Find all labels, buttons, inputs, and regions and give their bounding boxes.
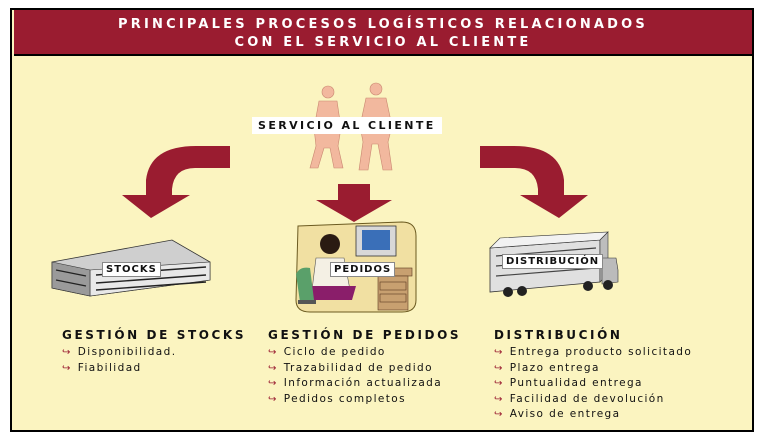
service-label: SERVICIO AL CLIENTE [252,117,442,134]
list-item-text: Fiabilidad [77,361,142,374]
arrow-icon-left [122,146,230,218]
bullet-arrow-icon: ↪ [494,378,504,389]
list-item: ↪ Pedidos completos [268,392,461,408]
list-item: ↪ Facilidad de devolución [494,392,692,408]
column-list: ↪ Entrega producto solicitado ↪ Plazo entr… [494,345,692,423]
bullet-arrow-icon: ↪ [268,347,278,358]
arrow-icon-right [480,146,588,218]
list-item: ↪ Trazabilidad de pedido [268,361,461,377]
list-item: ↪ Fiabilidad [62,361,246,377]
list-item-text: Aviso de entrega [509,408,621,420]
column-heading: GESTIÓN DE PEDIDOS [268,328,462,342]
list-item: ↪ Aviso de entrega [494,407,692,423]
column-pedidos: GESTIÓN DE PEDIDOS ↪ Ciclo de pedido ↪ Tra… [268,328,461,407]
column-list: ↪ Ciclo de pedido ↪ Trazabilidad de pedido… [268,345,461,407]
diagram-frame [10,8,754,432]
list-item: ↪ Información actualizada [268,376,461,392]
list-item-text: Puntualidad entrega [509,377,643,389]
list-item: ↪ Plazo entrega [494,361,692,377]
column-list: ↪ Disponibilidad. ↪ Fiabilidad [62,345,246,376]
bullet-arrow-icon: ↪ [62,362,72,374]
stocks-label: STOCKS [102,262,161,277]
list-item-text: Entrega producto solicitado [509,346,693,358]
list-item: ↪ Ciclo de pedido [268,345,461,361]
distribucion-label: DISTRIBUCIÓN [502,254,604,269]
bullet-arrow-icon: ↪ [494,393,504,405]
title-line-1: PRINCIPALES PROCESOS LOGÍSTICOS RELACION… [118,17,648,32]
bullet-arrow-icon: ↪ [494,362,504,374]
list-item-text: Ciclo de pedido [283,346,386,358]
column-distribucion: DISTRIBUCIÓN ↪ Entrega producto solicitad… [494,328,692,423]
column-stocks: GESTIÓN DE STOCKS ↪ Disponibilidad. ↪ Fiab… [62,328,246,376]
list-item-text: Pedidos completos [283,392,406,405]
title-banner: PRINCIPALES PROCESOS LOGÍSTICOS RELACION… [14,10,752,56]
list-item-text: Trazabilidad de pedido [283,361,433,374]
list-item-text: Plazo entrega [509,361,600,374]
list-item-text: Disponibilidad. [77,346,177,358]
column-heading: GESTIÓN DE STOCKS [62,328,247,342]
title-line-2: CON EL SERVICIO AL CLIENTE [234,35,532,50]
column-heading: DISTRIBUCIÓN [494,328,623,342]
list-item: ↪ Puntualidad entrega [494,376,692,392]
pedidos-label: PEDIDOS [330,262,396,277]
bullet-arrow-icon: ↪ [268,393,278,405]
bullet-arrow-icon: ↪ [268,362,278,374]
bullet-arrow-icon: ↪ [494,409,504,420]
list-item-text: Información actualizada [283,377,443,389]
list-item: ↪ Entrega producto solicitado [494,345,692,361]
list-item: ↪ Disponibilidad. [62,345,246,361]
list-item-text: Facilidad de devolución [509,392,665,405]
bullet-arrow-icon: ↪ [494,347,504,358]
arrow-icon-down [316,184,392,222]
bullet-arrow-icon: ↪ [268,378,278,389]
bullet-arrow-icon: ↪ [62,347,72,358]
